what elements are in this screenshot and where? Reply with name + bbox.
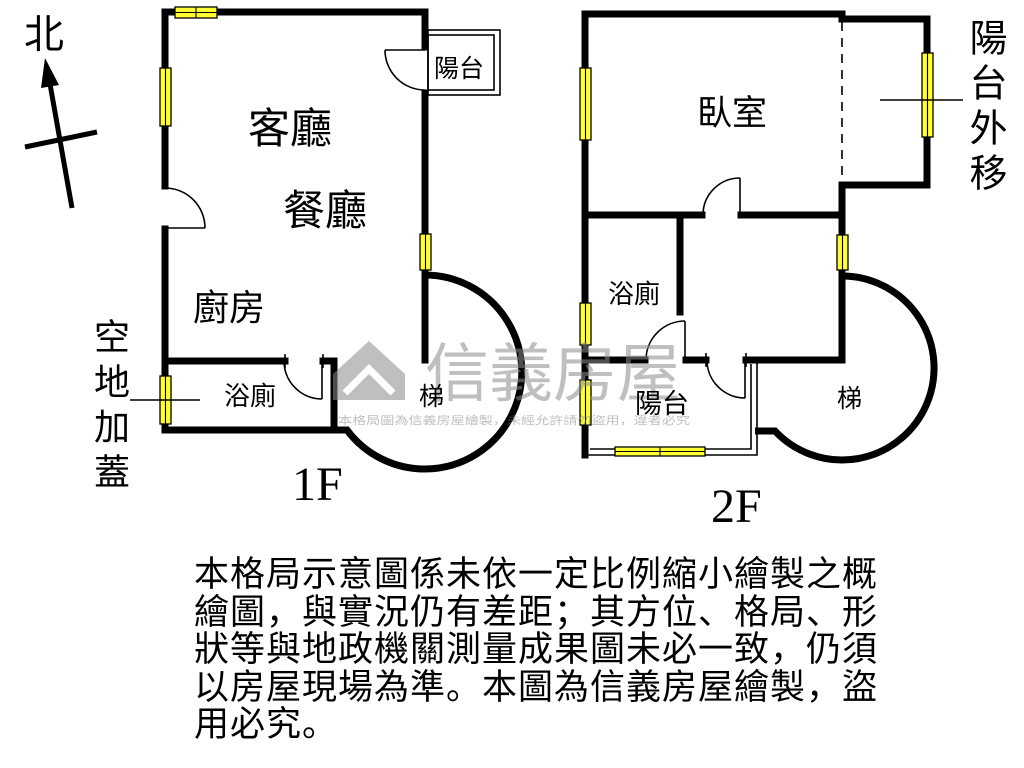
1f-floor-label: 1F: [292, 458, 343, 511]
door-swing-arc: [645, 320, 686, 361]
north-arrow-shaft: [47, 83, 75, 209]
2f-balcony-west-window: [579, 379, 592, 426]
watermark-notice: 本格局圖為信義房屋繪製，未經允許請勿盜用，違者必究: [338, 413, 690, 427]
1f-north-window: [174, 6, 218, 19]
disclaimer-line: 以房屋現場為準。本圖為信義房屋繪製，盜: [194, 667, 879, 707]
north-arrow: [24, 58, 98, 209]
disclaimer: 本格局示意圖係未依一定比例縮小繪製之概 繪圖，與實況仍有差距；其方位、格局、形 …: [194, 556, 878, 744]
disclaimer-line: 本格局示意圖係未依一定比例縮小繪製之概: [194, 555, 879, 594]
1f-bathroom-door: [283, 354, 324, 400]
2f-floor-label: 2F: [711, 480, 762, 533]
disclaimer-line: 狀等與地政機關測量成果圖未必一致，仍須: [194, 630, 879, 669]
door-swing-arc: [283, 360, 323, 400]
2f-balcony-south-window: [614, 446, 706, 457]
door-swing-arc: [702, 177, 741, 216]
1f-stair-curved-wall: [331, 271, 526, 473]
north-label: 北: [24, 12, 64, 57]
watermark: 信義房屋 本格局圖為信義房屋繪製，未經允許請勿盜用，違者必究: [333, 338, 690, 427]
watermark-brand: 信義房屋: [425, 338, 681, 410]
1f-dining-room-label: 餐廳: [283, 188, 367, 235]
floor-2f-plan: [579, 10, 963, 464]
watermark-house-roof-icon: [342, 364, 396, 396]
north-arrow-head-icon: [41, 58, 59, 88]
2f-bathroom-window: [579, 302, 592, 346]
2f-side-note: 陽台外移: [963, 18, 1005, 198]
1f-west-window-upper: [159, 67, 172, 127]
1f-balcony-label: 陽台: [434, 55, 484, 83]
2f-bedroom-door: [702, 177, 741, 216]
1f-living-room-label: 客廳: [248, 106, 332, 153]
1f-balcony-door: [384, 49, 426, 91]
1f-bathroom-label: 浴廁: [224, 382, 276, 411]
2f-bathroom-door: [645, 320, 686, 361]
disclaimer-line: 用必究。: [194, 705, 339, 744]
door-swing-arc: [706, 359, 746, 399]
2f-balcony-label: 陽台: [635, 389, 689, 419]
north-arrow-crossbar: [24, 129, 98, 150]
2f-extension-window: [921, 52, 934, 138]
1f-east-window: [419, 233, 432, 271]
1f-side-note: 空地加蓋: [89, 318, 129, 498]
2f-bedroom-label: 臥室: [697, 94, 767, 133]
2f-stair-curved-wall: [755, 272, 938, 464]
1f-balcony-inner-rail: [427, 34, 495, 91]
2f-north-and-extension-wall: [581, 10, 931, 189]
door-swing-arc: [384, 49, 426, 91]
2f-east-window: [836, 234, 849, 271]
2f-west-window-upper: [579, 67, 592, 141]
disclaimer-line: 繪圖，與實況仍有差距；其方位、格局、形: [194, 592, 879, 632]
2f-stairs-label: 梯: [837, 385, 862, 413]
1f-entry-door: [164, 187, 206, 229]
door-swing-arc: [164, 187, 206, 229]
2f-balcony-door: [705, 353, 747, 399]
2f-bathroom-label: 浴廁: [608, 280, 660, 309]
1f-stairs-label: 梯: [419, 383, 444, 411]
1f-kitchen-label: 廚房: [193, 288, 265, 328]
